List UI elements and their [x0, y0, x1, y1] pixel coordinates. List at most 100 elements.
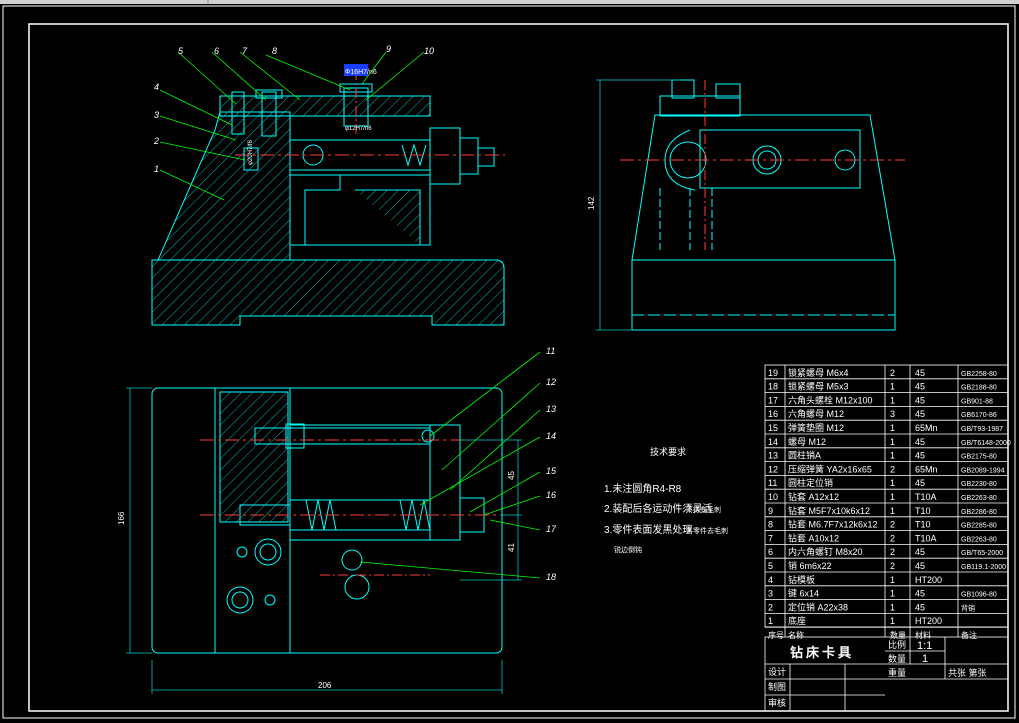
- top-view-labels: 11 12 13 14 15 16 17 18 206 166 45 41: [117, 346, 557, 690]
- bom-header-name: 名称: [788, 630, 804, 640]
- bom-cell-name: 圆柱销A: [788, 450, 821, 461]
- top-label-17: 17: [546, 524, 557, 534]
- top-dim-height: 166: [117, 511, 126, 525]
- bom-cell-no: 12: [768, 464, 778, 474]
- bom-cell-qty: 1: [890, 395, 895, 405]
- bom-cell-material: 65Mn: [915, 423, 938, 433]
- bom-cell-no: 14: [768, 437, 778, 447]
- front-label-9: 9: [386, 44, 391, 54]
- checker-label: 审核: [768, 697, 786, 708]
- title-block-outline: [764, 636, 1009, 712]
- side-slide: [699, 129, 861, 189]
- bom-cell-qty: 2: [890, 561, 895, 571]
- top-end-plate: [429, 424, 461, 541]
- top-label-14: 14: [546, 431, 556, 441]
- outer-frame: [2, 5, 1016, 719]
- bom-cell-std: GB6170-86: [961, 412, 997, 419]
- top-label-16: 16: [546, 490, 556, 500]
- side-view: [596, 79, 905, 331]
- front-label-2: 2: [153, 136, 159, 146]
- side-base: [631, 259, 896, 331]
- bom-cell-std: GB2263-80: [961, 495, 997, 502]
- screw-6: [261, 91, 277, 137]
- bom-cell-name: 钻套 M5F7x10k6x12: [788, 505, 870, 516]
- bom-cell-qty: 2: [890, 533, 895, 543]
- front-label-10: 10: [424, 46, 434, 56]
- bom-row-lines: [765, 378, 1008, 628]
- bom-cell-qty: 1: [890, 575, 895, 585]
- bom-cell-no: 5: [768, 561, 773, 571]
- bom-cell-name: 压缩弹簧 YA2x16x65: [788, 463, 872, 474]
- qty-label: 数量: [888, 653, 906, 664]
- bom-cell-no: 13: [768, 451, 778, 461]
- sheet-label: 共张 第张: [948, 667, 987, 678]
- bom-cell-name: 键 6x14: [788, 588, 819, 599]
- bom-cell-name: 内六角螺钉 M8x20: [788, 546, 863, 557]
- top-hole-4: [264, 594, 276, 606]
- bom-cell-qty: 1: [890, 616, 895, 626]
- bom-cell-no: 10: [768, 492, 778, 502]
- bom-cell-material: 45: [915, 368, 925, 378]
- bom-cell-std: GB2089-1994: [961, 467, 1005, 474]
- bom-cell-name: 钻套 A10x12: [788, 532, 839, 543]
- top-plate: [219, 95, 431, 117]
- front-view-labels: 5 6 7 8 9 10 4 3 2 1 Ф16H7/n6 φ20H7/f6 φ…: [153, 44, 434, 174]
- bom-cell-name: 钻套 A12x12: [788, 491, 839, 502]
- side-top-plate: [659, 95, 741, 117]
- bom-cell-no: 7: [768, 533, 773, 543]
- top-hatch: [219, 391, 289, 523]
- bom-cell-name: 锁紧螺母 M5x3: [788, 381, 849, 392]
- bom-cell-std: GB2175-80: [961, 454, 997, 461]
- spring-front: [401, 143, 427, 167]
- top-outline: [151, 387, 503, 654]
- bom-cell-material: T10A: [915, 533, 937, 543]
- bom-cell-std: GB2230-80: [961, 481, 997, 488]
- top-bush-1: [341, 549, 363, 571]
- bom-header-qty: 数量: [890, 630, 906, 640]
- drafter-label: 制图: [768, 681, 786, 692]
- inner-frame: [28, 23, 1009, 712]
- bom-cell-material: 45: [915, 382, 925, 392]
- top-hole-2: [236, 546, 248, 558]
- bom-cell-no: 8: [768, 520, 773, 530]
- bom-cell-name: 钻模板: [788, 574, 815, 585]
- window-top-strip: [0, 0, 1019, 4]
- bom-cell-no: 19: [768, 368, 778, 378]
- bom-cell-std: GB119.1-2000: [961, 564, 1006, 571]
- top-label-18: 18: [546, 572, 556, 582]
- key-3: [243, 147, 259, 171]
- bom-cell-material: 45: [915, 589, 925, 599]
- top-dim-width: 206: [318, 681, 332, 690]
- front-label-6: 6: [214, 46, 219, 56]
- front-note-fit-3: φ12H7/n6: [345, 126, 372, 132]
- side-bush: [671, 79, 695, 99]
- bom-cell-material: T10A: [915, 492, 937, 502]
- top-label-15: 15: [546, 466, 557, 476]
- bom-cell-no: 17: [768, 395, 778, 405]
- tech-item-1: 1.未注圆角R4-R8: [604, 482, 682, 495]
- bom-cell-no: 15: [768, 423, 778, 433]
- bom-cell-qty: 2: [890, 520, 895, 530]
- side-dimension: [596, 79, 680, 331]
- bom-cell-material: 45: [915, 547, 925, 557]
- bom-cell-qty: 1: [890, 602, 895, 612]
- top-view: [126, 351, 541, 694]
- designer-label: 设计: [768, 666, 786, 677]
- side-screw: [715, 83, 741, 99]
- bom-cell-no: 18: [768, 382, 778, 392]
- bom-cell-qty: 1: [890, 478, 895, 488]
- tech-item-2: 2.装配后各运动件须灵活: [604, 502, 712, 515]
- top-dim-a: 45: [507, 471, 516, 480]
- bom-cell-material: 45: [915, 437, 925, 447]
- tech-extra: 锐边倒钝: [614, 545, 642, 554]
- bom-cell-material: 45: [915, 478, 925, 488]
- bom-cell-qty: 1: [890, 506, 895, 516]
- bom-cell-name: 螺母 M12: [788, 437, 826, 447]
- bom-cell-material: 65Mn: [915, 464, 938, 474]
- bom-cell-std: GB2286-80: [961, 509, 997, 516]
- top-label-12: 12: [546, 377, 556, 387]
- top-label-11: 11: [546, 346, 555, 356]
- front-view: [151, 51, 505, 326]
- front-note-fit-2: φ20H7/f6: [248, 139, 254, 165]
